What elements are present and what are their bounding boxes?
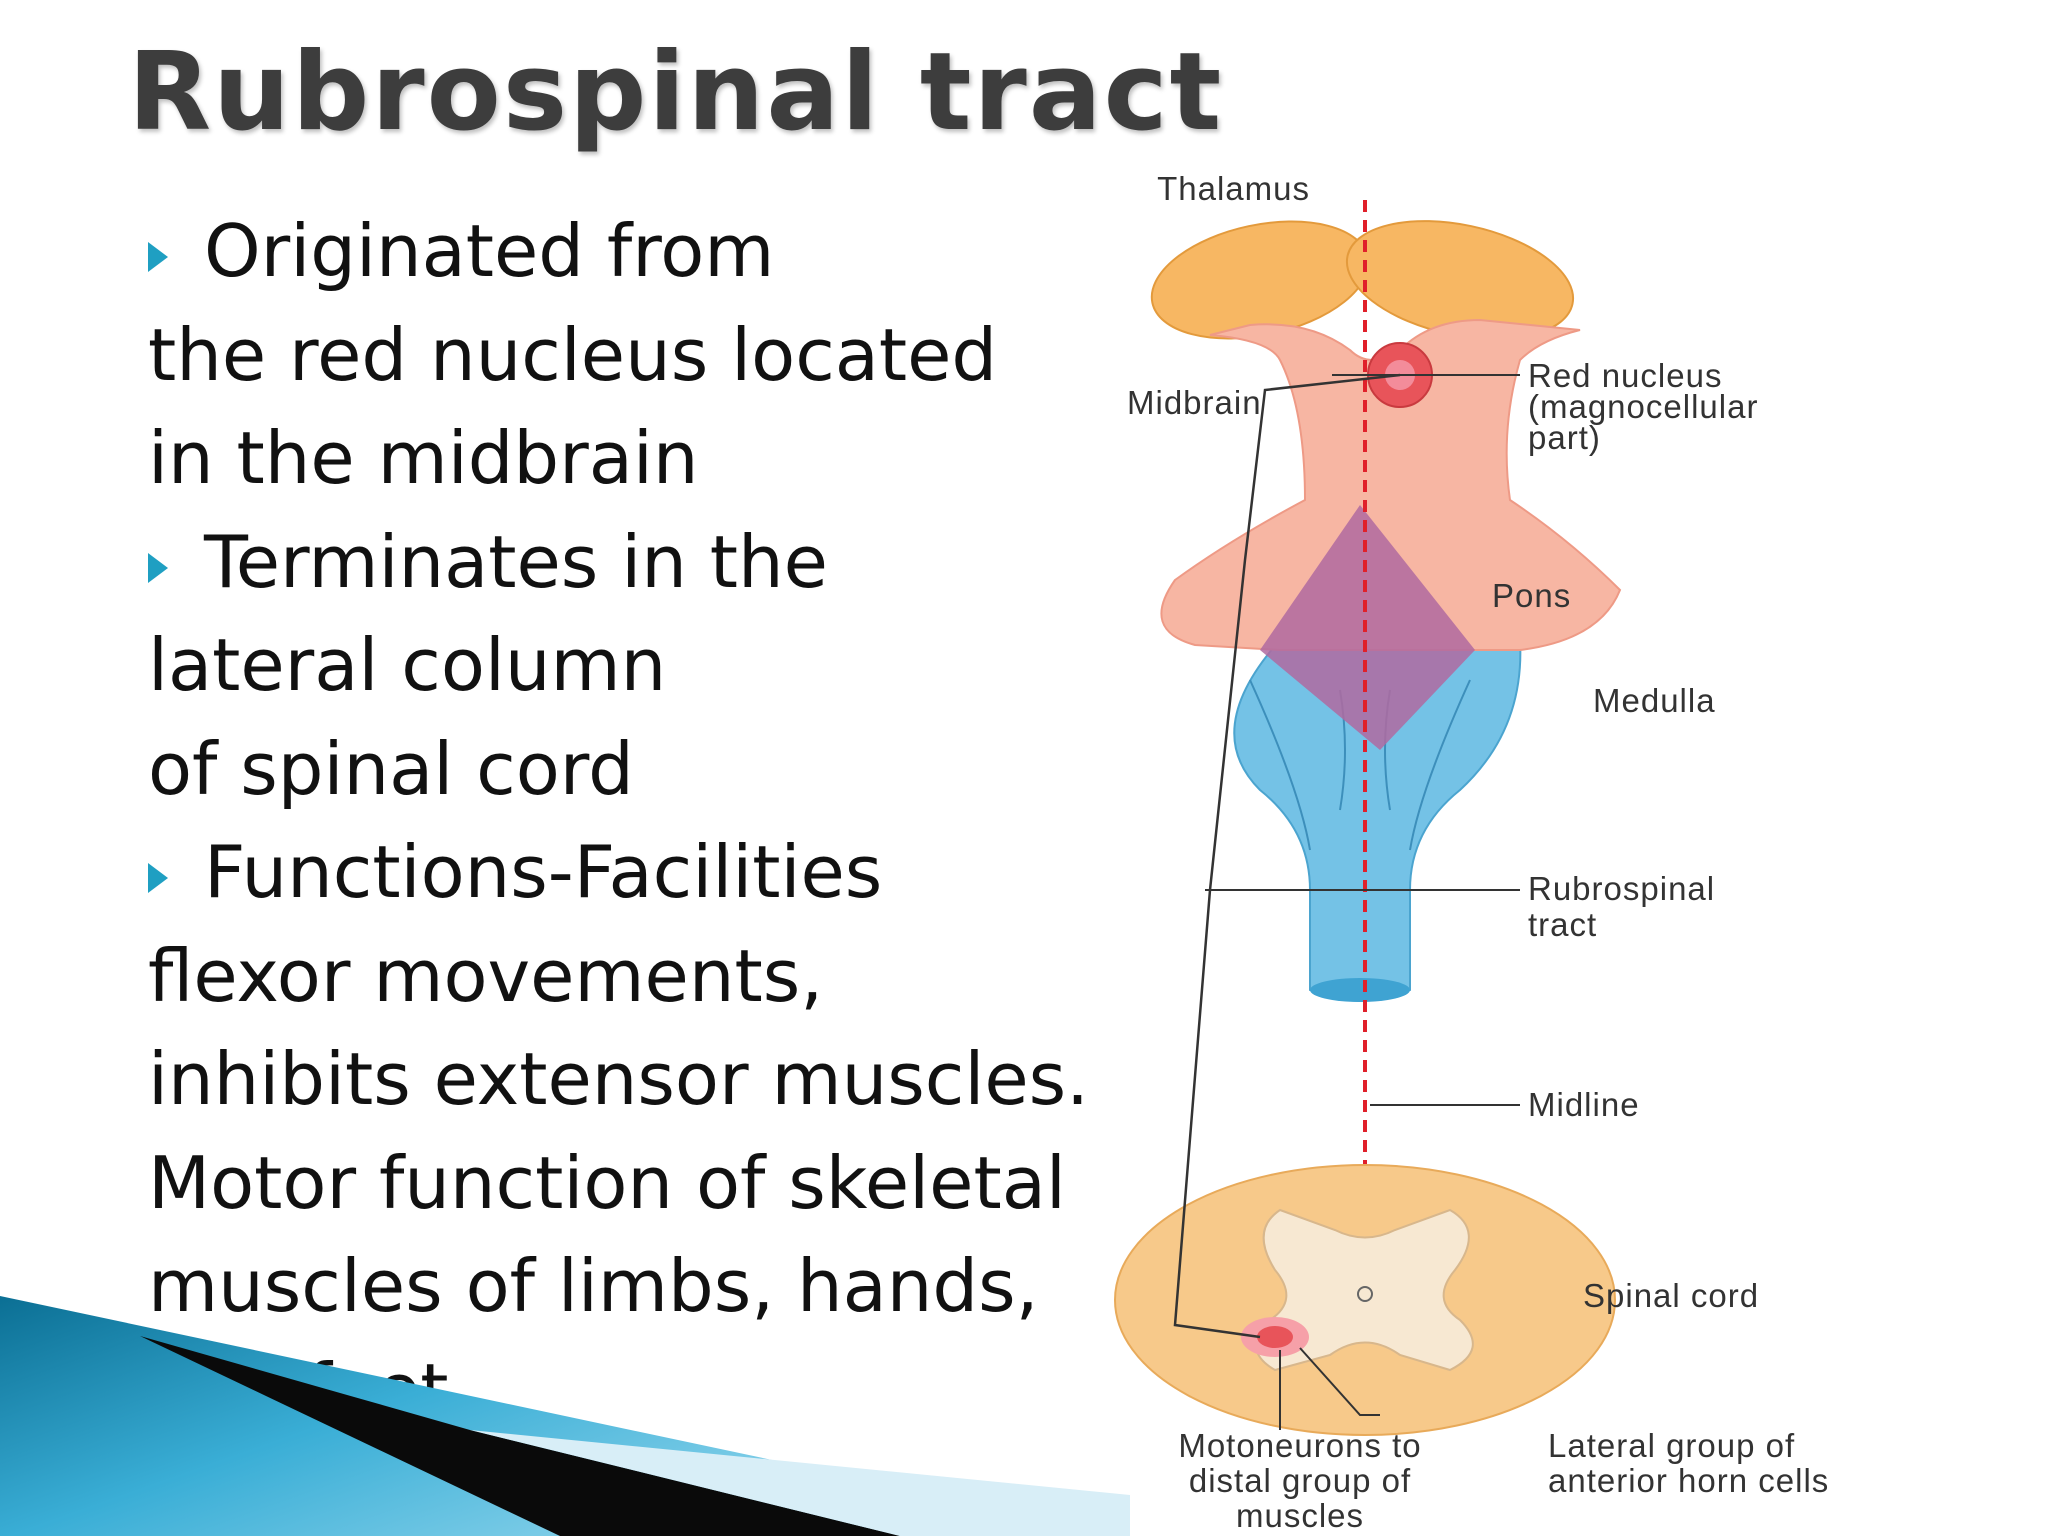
text-line: inhibits extensor muscles. — [148, 1028, 1138, 1132]
label-pons: Pons — [1492, 577, 1571, 614]
bullet-arrow-icon — [148, 552, 168, 583]
line-text: inhibits extensor muscles. — [148, 1037, 1090, 1121]
spinal-gray-matter — [1255, 1208, 1474, 1372]
text-line: flexor movements, — [148, 925, 1138, 1029]
rubrospinal-tract-path — [1173, 373, 1401, 1339]
line-text: in the midbrain — [148, 416, 699, 500]
medulla-fiber-line — [1249, 679, 1311, 851]
line-text: the red nucleus located — [148, 312, 998, 397]
bullet-arrow-icon — [148, 863, 168, 893]
line-text: Terminates in the — [204, 519, 828, 604]
motoneuron-core — [1257, 1326, 1293, 1348]
text-line: Originated from — [148, 200, 1138, 304]
slide-title: Rubrospinal tract — [128, 30, 1224, 155]
text-line: of spinal cord — [148, 718, 1138, 822]
line-text: of spinal cord — [148, 726, 634, 811]
brainstem-diagram: Thalamus Midbrain Red nucleus(magnocellu… — [1114, 170, 1829, 1534]
line-text: lateral column — [148, 623, 667, 707]
label-thalamus: Thalamus — [1157, 170, 1310, 207]
label-spinal-cord: Spinal cord — [1583, 1277, 1759, 1314]
wedge-black-stripe — [140, 1336, 900, 1536]
text-line: in the midbrain — [148, 407, 1138, 511]
leader-lateral-group — [1299, 1347, 1380, 1416]
text-line: Functions-Facilities — [148, 821, 1138, 925]
pons-region — [1260, 505, 1475, 750]
line-text: Originated from — [204, 209, 775, 293]
line-text: Motor function of skeletal — [148, 1140, 1066, 1225]
line-text: muscles of limbs, hands, — [148, 1244, 1039, 1328]
label-midline: Midline — [1528, 1086, 1640, 1123]
line-text: Functions-Facilities — [204, 830, 883, 914]
text-line: muscles of limbs, hands, — [148, 1235, 1138, 1339]
label-midbrain: Midbrain — [1127, 384, 1262, 421]
text-line: Motor function of skeletal — [148, 1132, 1138, 1236]
label-medulla: Medulla — [1593, 682, 1716, 719]
central-canal — [1357, 1286, 1373, 1302]
wedge-light-stripe — [470, 1430, 1130, 1536]
medulla-cut-surface — [1310, 978, 1410, 1002]
text-line: lateral column — [148, 614, 1138, 718]
medulla-fiber-line — [1409, 679, 1471, 851]
decorative-wedge — [0, 1296, 1130, 1536]
text-line: the red nucleus located — [148, 304, 1138, 408]
text-line: Terminates in the — [148, 511, 1138, 615]
bullet-arrow-icon — [148, 242, 168, 272]
line-text: flexor movements, — [148, 933, 824, 1018]
